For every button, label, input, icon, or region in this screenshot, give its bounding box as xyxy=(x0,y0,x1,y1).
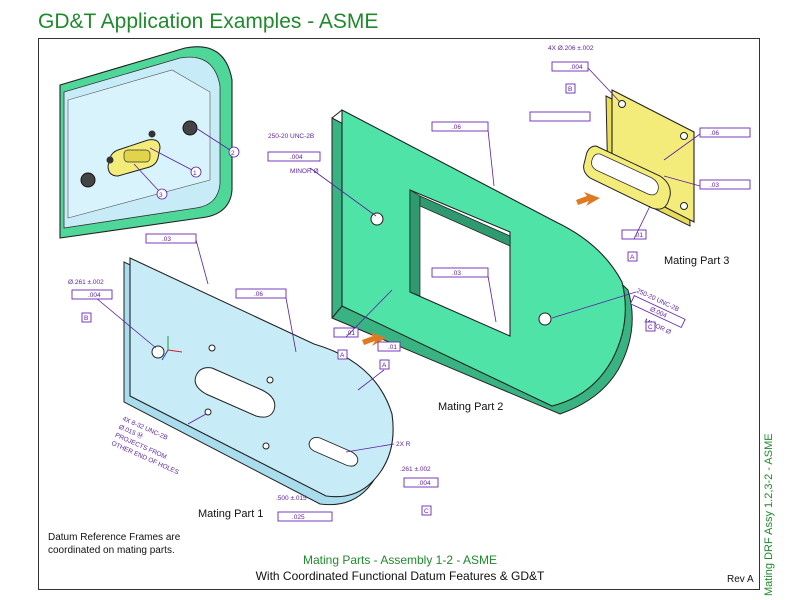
p2-thread-1: 250-20 UNC-2B xyxy=(268,133,314,140)
footer-subtitle: With Coordinated Functional Datum Featur… xyxy=(255,569,545,583)
mating-part-1 xyxy=(123,257,394,506)
note-line-2: coordinated on mating parts. xyxy=(48,545,175,556)
p3-profile-1: .06 xyxy=(710,130,719,137)
p2-right-thread-2: Ø.004 xyxy=(649,306,668,320)
p2-thread-2: .004 xyxy=(290,154,303,161)
callout-1: 1 xyxy=(193,170,197,177)
p2-profile-window: .03 xyxy=(452,270,461,277)
p3-datum-a: A xyxy=(630,254,635,261)
p1-slot-datum: C xyxy=(424,508,429,515)
p2-thread-3: MINOR Ø xyxy=(290,168,319,175)
label-mating-part-3: Mating Part 3 xyxy=(664,255,729,267)
p2-datum-a: A xyxy=(340,352,345,359)
p2-flat-tol: .01 xyxy=(346,330,355,337)
p3-profile-2: .03 xyxy=(710,182,719,189)
label-mating-part-2: Mating Part 2 xyxy=(438,401,503,413)
page-title: GD&T Application Examples - ASME xyxy=(38,10,379,33)
arrow-part2-icon xyxy=(362,332,386,346)
callout-2: 2 xyxy=(231,150,235,157)
p1-hole-dim: Ø.261 ±.002 xyxy=(68,279,104,286)
p1-width-dim: .500 ±.015 xyxy=(276,495,307,502)
p2-right-datum: C xyxy=(648,324,653,331)
p2-profile-top: .06 xyxy=(452,124,461,131)
p1-hole-tol: .004 xyxy=(88,292,101,299)
revision-label: Rev A xyxy=(727,574,754,585)
note-line-1: Datum Reference Frames are xyxy=(48,532,181,543)
p1-flat-tol: .01 xyxy=(388,344,397,351)
drawing-frame xyxy=(38,38,760,590)
p3-flat-tol: .01 xyxy=(634,232,643,239)
assembly-view: 1 2 3 xyxy=(59,46,240,239)
p3-holes-2: .004 xyxy=(570,64,583,71)
p3-holes-1: 4X Ø.206 ±.002 xyxy=(548,45,594,52)
p1-slot-r: 2X R xyxy=(396,441,411,448)
p1-hole-datum: B xyxy=(84,315,88,322)
p1-profile-top: .03 xyxy=(162,236,171,243)
p1-datum-a: A xyxy=(382,362,387,369)
callout-3: 3 xyxy=(159,192,163,199)
label-mating-part-1: Mating Part 1 xyxy=(198,508,263,520)
footer-title: Mating Parts - Assembly 1-2 - ASME xyxy=(302,553,498,567)
p1-slot-tol: .004 xyxy=(418,480,431,487)
mating-part-3 xyxy=(583,89,695,227)
p1-slot-dim: .261 ±.002 xyxy=(400,466,431,473)
mating-part-2 xyxy=(331,109,633,415)
note-datum-frames: Datum Reference Frames are coordinated o… xyxy=(48,531,180,557)
p3-holes-datum: B xyxy=(568,86,572,93)
p1-profile-mid: .06 xyxy=(254,291,263,298)
arrow-part3-icon xyxy=(576,192,600,206)
p1-width-tol: .025 xyxy=(292,514,305,521)
